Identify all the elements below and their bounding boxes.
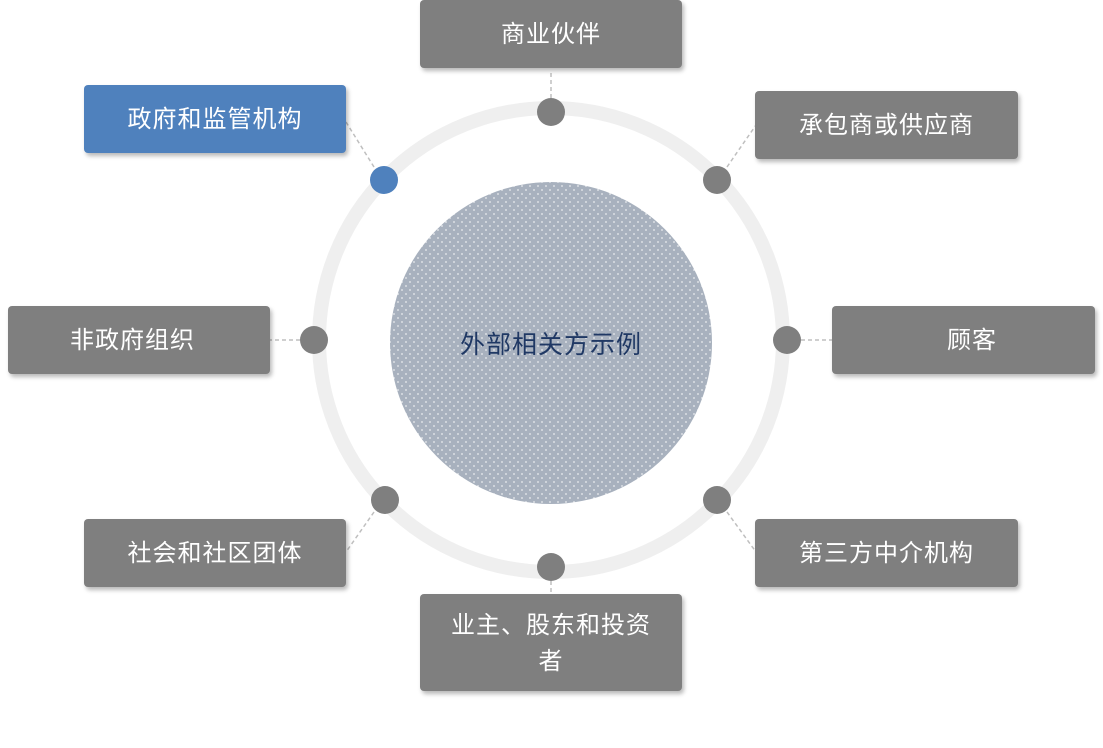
node-dot-ngo bbox=[300, 326, 328, 354]
stakeholder-box-social-community-groups: 社会和社区团体 bbox=[84, 519, 346, 587]
stakeholder-box-contractors-suppliers: 承包商或供应商 bbox=[755, 91, 1018, 159]
center-label: 外部相关方示例 bbox=[459, 330, 642, 359]
stakeholder-box-ngo: 非政府组织 bbox=[8, 306, 270, 374]
node-dot-partner bbox=[537, 98, 565, 126]
connector-line-government bbox=[345, 121, 375, 168]
stakeholder-box-government-regulators: 政府和监管机构 bbox=[84, 85, 346, 153]
node-dot-owners bbox=[537, 553, 565, 581]
stakeholder-box-owners-shareholders-investors: 业主、股东和投资者 bbox=[420, 594, 682, 691]
node-dot-community bbox=[371, 486, 399, 514]
connector-line-community bbox=[345, 511, 375, 553]
center-circle bbox=[390, 182, 712, 504]
node-dot-customer bbox=[773, 326, 801, 354]
connector-line-intermediary bbox=[726, 511, 757, 553]
stakeholder-box-third-party-intermediaries: 第三方中介机构 bbox=[755, 519, 1018, 587]
node-dot-intermediary bbox=[703, 486, 731, 514]
node-dot-government bbox=[370, 166, 398, 194]
stakeholder-box-business-partners: 商业伙伴 bbox=[420, 0, 682, 68]
node-dot-contractor bbox=[703, 166, 731, 194]
connector-line-contractor bbox=[726, 124, 757, 168]
stakeholder-box-customers: 顾客 bbox=[832, 306, 1095, 374]
